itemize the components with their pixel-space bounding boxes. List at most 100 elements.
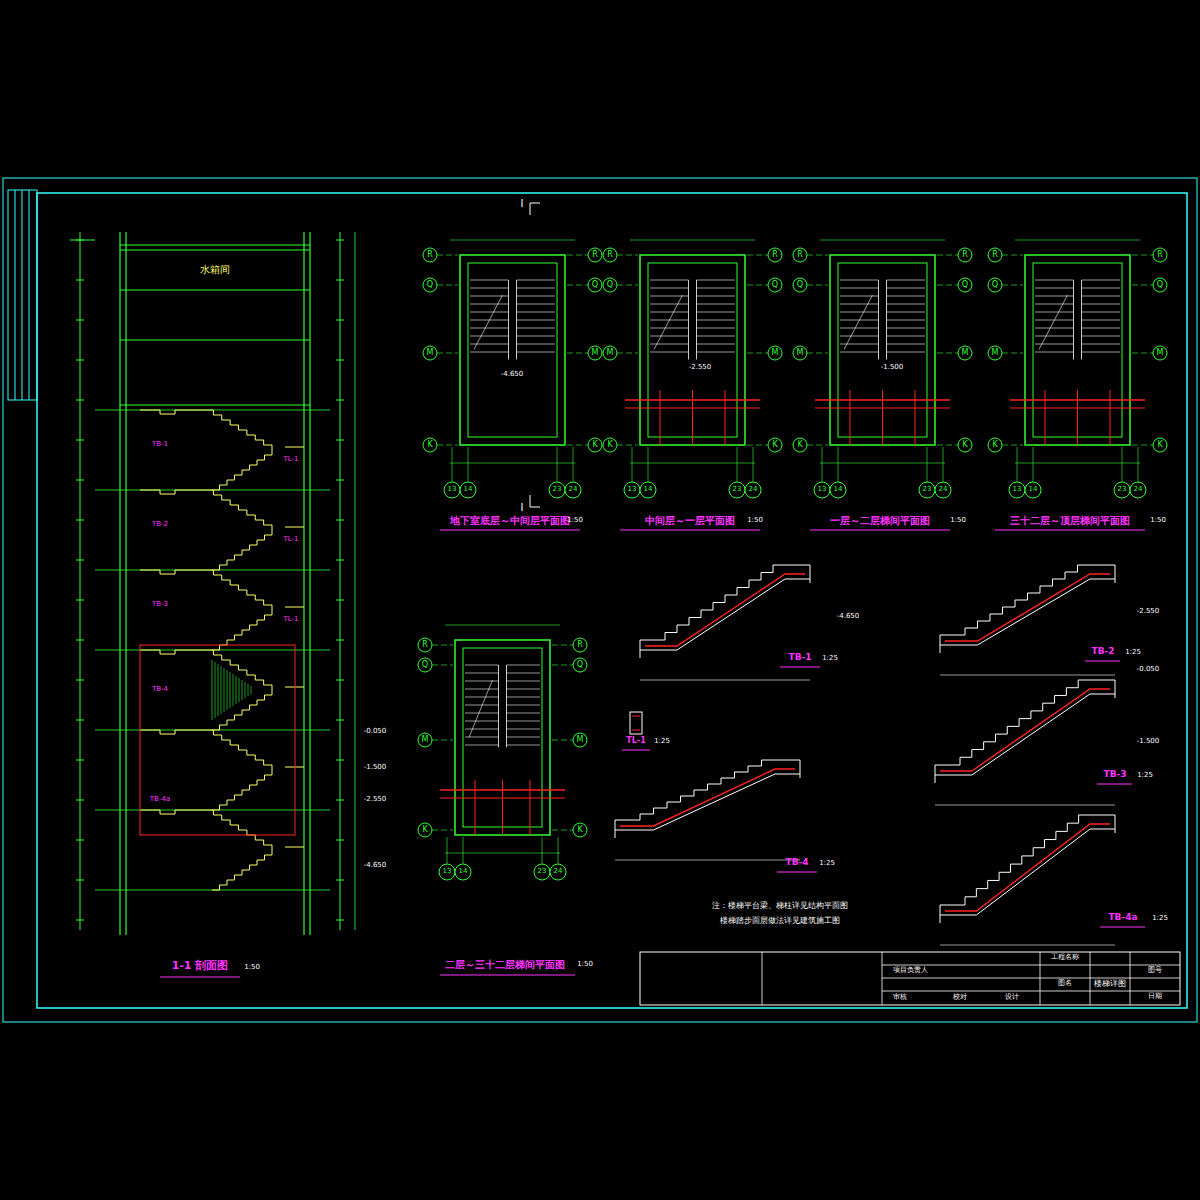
stair-tread — [1082, 320, 1121, 321]
dimension-tick — [336, 280, 344, 281]
axis-bubble — [793, 346, 807, 360]
break-line — [654, 295, 683, 350]
stair-tread — [517, 312, 556, 313]
axis-line — [567, 445, 588, 446]
axis-bubble — [573, 733, 587, 747]
stair-tread — [465, 721, 499, 722]
drawing-label: Q — [992, 281, 998, 290]
stair-tread — [465, 673, 499, 674]
dimension-tick — [76, 680, 84, 681]
axis-line — [463, 837, 464, 864]
break-line — [469, 680, 493, 737]
section-hatch — [218, 664, 219, 716]
drawing-label: TL-1 — [626, 737, 645, 746]
section-hatch — [224, 668, 225, 712]
plan-wall — [468, 263, 557, 437]
rebar-line — [945, 824, 1110, 911]
drawing-label: Q — [592, 281, 598, 290]
stair-tread — [1082, 328, 1121, 329]
drawing-label: K — [1157, 441, 1162, 450]
drawing-label: M — [797, 349, 804, 358]
dimension-tick — [336, 520, 344, 521]
rebar-line — [530, 780, 531, 835]
handrail — [1081, 280, 1082, 360]
axis-line — [617, 255, 638, 256]
drawing-label: 图号 — [1148, 967, 1162, 975]
stair-tread — [470, 344, 509, 345]
axis-line — [632, 447, 633, 482]
drawing-label: TL-1 — [283, 616, 298, 624]
stair-tread — [470, 304, 509, 305]
stair-tread — [470, 288, 509, 289]
axis-line — [747, 353, 768, 354]
drawing-label: -1.500 — [364, 764, 387, 772]
drawing-label: M — [607, 349, 614, 358]
drawing-label: 13 — [448, 486, 457, 494]
floor-slab — [120, 244, 310, 245]
stair-tread — [887, 320, 926, 321]
binding-strip-line — [15, 190, 16, 400]
axis-bubble — [550, 864, 566, 880]
drawing-label: -1.500 — [1137, 738, 1160, 746]
axis-bubble — [745, 482, 761, 498]
handrail — [506, 665, 507, 747]
stair-tread — [887, 304, 926, 305]
stair-tread — [507, 665, 541, 666]
drawing-label: TB-2 — [152, 521, 168, 529]
dimension-tick — [76, 760, 84, 761]
break-line — [474, 295, 503, 350]
axis-bubble — [588, 248, 602, 262]
drawing-label: 14 — [459, 868, 468, 876]
stair-tread — [1082, 296, 1121, 297]
stair-tread — [887, 312, 926, 313]
beam-support — [640, 640, 641, 658]
stair-tread — [887, 344, 926, 345]
stair-flight — [212, 610, 272, 650]
plan-wall — [640, 255, 745, 445]
axis-line — [1033, 447, 1034, 482]
stair-tread — [1082, 280, 1121, 281]
axis-bubble — [418, 733, 432, 747]
stair-tread — [840, 280, 879, 281]
stair-tread — [465, 689, 499, 690]
axis-line — [552, 665, 573, 666]
dimension-tick — [336, 600, 344, 601]
axis-line — [737, 447, 738, 482]
dimension-tick — [336, 680, 344, 681]
axis-line — [1132, 285, 1153, 286]
dimension-line — [1015, 463, 1140, 464]
stair-tread — [465, 665, 499, 666]
axis-bubble — [814, 482, 830, 498]
binding-strip-line — [29, 190, 30, 400]
stair-tread — [887, 352, 926, 353]
beam-support — [810, 565, 811, 583]
axis-line — [927, 447, 928, 482]
stair-tread — [517, 336, 556, 337]
stair-tread — [1035, 304, 1074, 305]
stair-tread — [465, 737, 499, 738]
axis-line — [542, 837, 543, 864]
drawing-label: 24 — [1134, 486, 1143, 494]
axis-line — [573, 447, 574, 482]
title-block-line — [762, 952, 763, 1005]
dimension-tick — [336, 760, 344, 761]
axis-bubble — [565, 482, 581, 498]
section-mark — [530, 495, 540, 507]
drawing-label: 24 — [749, 486, 758, 494]
drawing-label: 楼梯踏步面层做法详见建筑施工图 — [720, 917, 840, 926]
beam-support — [940, 635, 941, 653]
stair-tread — [507, 745, 541, 746]
stair-flight — [212, 770, 272, 810]
dimension-tick — [76, 400, 84, 401]
axis-line — [747, 445, 768, 446]
axis-bubble — [768, 248, 782, 262]
drawing-label: 工程名称 — [1051, 954, 1079, 962]
stair-tread — [507, 681, 541, 682]
section-hatch — [233, 674, 234, 706]
rebar-line — [1045, 390, 1046, 445]
axis-line — [558, 837, 559, 864]
axis-bubble — [573, 823, 587, 837]
section-hatch — [242, 680, 243, 700]
drawing-label: 设计 — [1005, 994, 1019, 1002]
floor-slab — [120, 249, 310, 250]
